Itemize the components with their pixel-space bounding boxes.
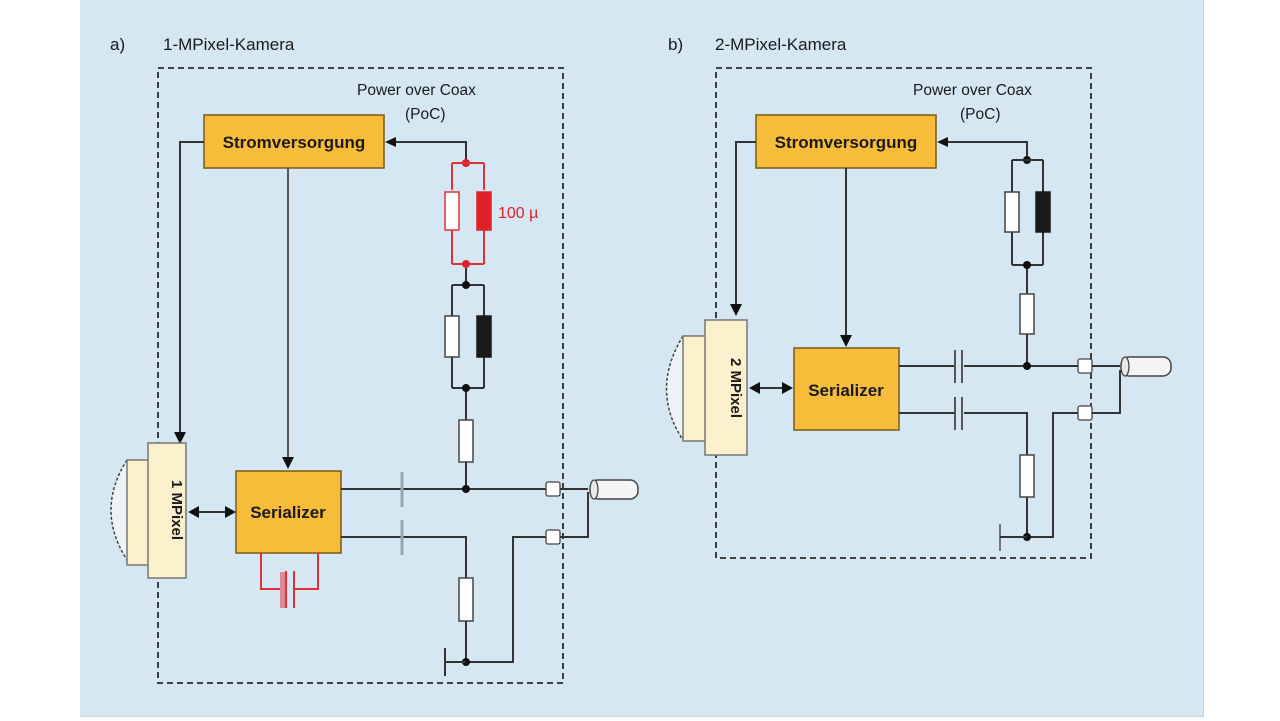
panel-b-tag: b) [668,35,683,54]
panel-b-arrow-icon [782,382,793,394]
panel-a-connector [545,481,561,497]
panel-a-image-sensor: 1 MPixel [110,442,187,579]
panel-a: a) 1-MPixel-Kamera Power over Coax (PoC)… [110,35,639,684]
panel-b-power-supply-label: Stromversorgung [775,133,918,152]
panel-b-arrow-icon [937,137,948,147]
panel-a-ground-return [465,536,546,663]
panel-a-signal-line-bottom [341,536,467,578]
panel-a-poc-abbr: (PoC) [405,106,445,123]
panel-a-tag: a) [110,35,125,54]
panel-b-resistor [1004,191,1020,233]
panel-a-connector [545,529,561,545]
panel-a-arrow-icon [225,506,236,518]
panel-b-poc-wire [944,141,1028,160]
panel-a-power-supply-label: Stromversorgung [223,133,366,152]
panel-b-coax-cable-icon [1120,356,1172,377]
panel-b-poc-label: Power over Coax [913,82,1032,99]
panel-a-sensor-label: 1 MPixel [168,480,185,540]
panel-a-arrow-icon [385,137,396,147]
panel-b-filter-stage [1004,156,1051,366]
panel-b-poc-abbr: (PoC) [960,106,1000,123]
panel-b-inductor [1035,191,1051,233]
panel-b-coupling-capacitor [954,350,963,383]
panel-b: b) 2-MPixel-Kamera Power over Coax (PoC)… [665,35,1172,559]
panel-b-connector [1077,405,1093,421]
panel-a-poc-label: Power over Coax [357,82,476,99]
panel-b-termination-resistor [1019,454,1035,498]
panel-b-signal-line-bottom [899,412,1028,455]
panel-a-red-resistor [444,191,460,231]
panel-a-inductor [476,315,492,358]
panel-a-resistor [444,315,460,358]
panel-b-power-to-sensor-wire [735,141,756,310]
panel-a-coax-cable-icon [589,479,639,500]
panel-a-red-inductor [476,191,492,231]
panel-a-arrow-icon [188,506,199,518]
panel-b-camera-boundary [715,67,1092,559]
panel-a-highlighted-filter: 100 µ [444,159,538,268]
panel-b-connector [1077,358,1093,374]
panel-b-series-resistor [1019,293,1035,335]
panel-a-arrow-icon [174,432,186,444]
panel-b-arrow-icon [840,335,852,347]
panel-b-lens-icon [665,335,684,441]
panel-a-power-supply-block: Stromversorgung [203,114,385,169]
panel-a-lens-icon [110,459,128,561]
panel-a-serializer-label: Serializer [250,503,326,522]
panel-b-serializer-label: Serializer [808,381,884,400]
panel-b-title: 2-MPixel-Kamera [715,35,847,54]
panel-b-image-sensor: 2 MPixel [665,319,748,456]
panel-a-camera-boundary [157,67,564,684]
panel-a-termination-resistor [458,577,474,622]
panel-a-title: 1-MPixel-Kamera [163,35,295,54]
panel-b-arrow-icon [730,304,742,316]
panel-a-red-capacitor [260,553,319,608]
panel-b-coupling-capacitor [954,397,963,430]
panel-a-arrow-icon [282,457,294,469]
panel-b-ground-return [1026,412,1078,538]
panel-a-inductor-value: 100 µ [498,205,538,222]
panel-a-serializer-block: Serializer [235,470,342,554]
panel-a-power-to-sensor-wire [179,141,204,438]
panel-a-series-resistor [458,419,474,463]
panel-a-filter-stage [444,268,492,489]
panel-b-serializer-block: Serializer [793,347,900,431]
panel-a-poc-wire [392,141,467,163]
panel-b-sensor-label: 2 MPixel [727,358,744,418]
panel-b-arrow-icon [749,382,760,394]
panel-b-power-supply-block: Stromversorgung [755,114,937,169]
